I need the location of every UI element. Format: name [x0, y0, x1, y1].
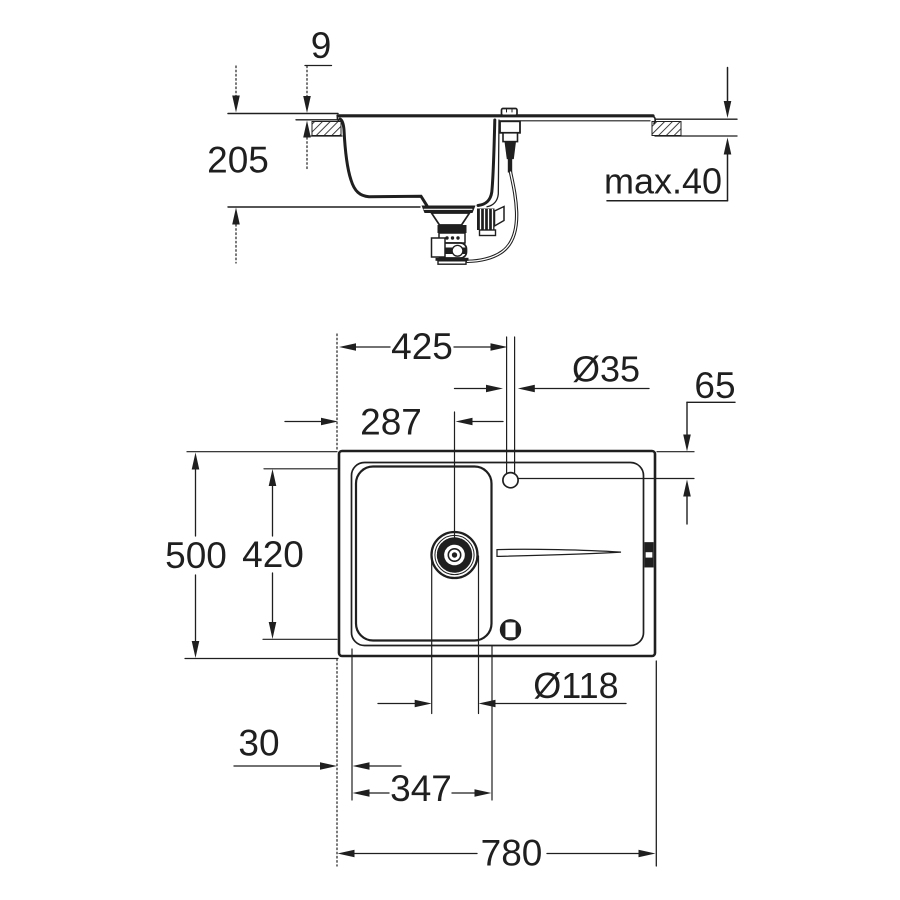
- overflow-hose: [465, 170, 519, 263]
- dimension-drain-from-left: [284, 417, 504, 426]
- label-overall-width: 780: [481, 833, 543, 874]
- label-tap-hole-diameter: Ø35: [572, 349, 640, 390]
- dimension-tap-hole-diameter: [453, 384, 650, 393]
- popup-knob: [499, 619, 522, 641]
- popup-control-fitting: [499, 107, 521, 173]
- dimension-worktop-thickness: [606, 66, 732, 202]
- worktop-hatch-left: [311, 121, 342, 136]
- worktop-hatch-right: [651, 121, 682, 136]
- bowl-profile: [338, 117, 500, 208]
- label-drain-from-left: 287: [360, 402, 422, 443]
- label-tap-from-left: 425: [391, 326, 453, 367]
- label-drain-diameter: Ø118: [533, 665, 618, 706]
- tap-hole: [502, 471, 519, 489]
- dimension-bowl-depth: [232, 65, 240, 264]
- dimension-rim-height: [303, 64, 333, 170]
- bowl-outline: [354, 465, 493, 642]
- label-edge-to-bowl: 30: [238, 723, 279, 764]
- waste-assembly: [421, 205, 505, 265]
- dimension-edge-to-bowl: [233, 762, 402, 770]
- dimension-tap-from-left: [339, 343, 508, 351]
- dimension-bowl-plan-depth: [268, 469, 277, 639]
- label-tap-from-rear-edge: 65: [694, 365, 735, 406]
- label-rim-height: 9: [311, 25, 332, 66]
- section-view: [227, 64, 738, 265]
- dimension-overall-width: [337, 849, 656, 858]
- label-bowl-depth: 205: [207, 140, 269, 181]
- dimension-tap-from-rear-edge: [683, 401, 736, 525]
- dimension-labels: 9 205 max.40 425 Ø35 65 287 500 420 Ø118…: [165, 25, 735, 874]
- label-overall-depth: 500: [165, 535, 227, 576]
- drainer-groove: [496, 548, 622, 558]
- plan-view: [184, 333, 736, 867]
- sink-outer-outline: [337, 449, 657, 658]
- sink-inner-outline: [350, 461, 645, 647]
- overflow-slot: [644, 542, 654, 568]
- label-worktop-thickness: max.40: [604, 161, 722, 202]
- dimension-drain-diameter: [377, 699, 627, 708]
- dimension-bowl-width: [352, 789, 492, 797]
- label-bowl-plan-depth: 420: [242, 534, 304, 575]
- dimension-overall-depth: [191, 452, 200, 658]
- label-bowl-width: 347: [390, 768, 452, 809]
